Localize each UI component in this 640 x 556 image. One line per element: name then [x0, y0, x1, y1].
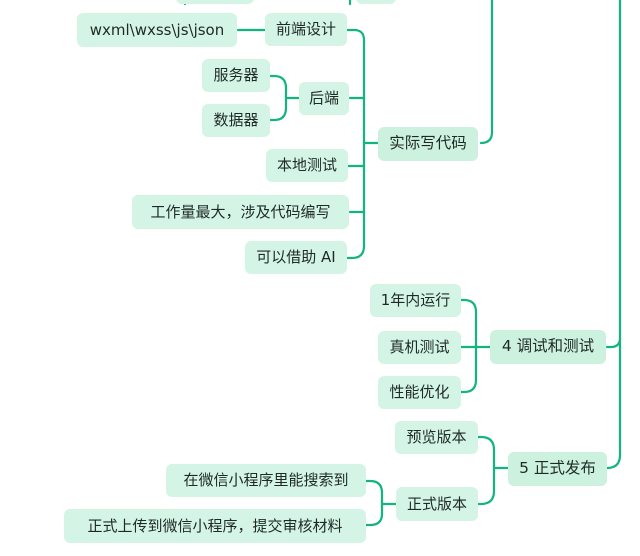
node-debug-test[interactable]: 4 调试和测试	[490, 330, 606, 364]
partial-node-top-left	[176, 0, 254, 4]
node-server[interactable]: 服务器	[202, 59, 270, 92]
node-run-in-year[interactable]: 1年内运行	[370, 284, 461, 317]
node-frontend-design[interactable]: 前端设计	[265, 13, 347, 46]
node-upload-review[interactable]: 正式上传到微信小程序，提交审核材料	[64, 509, 366, 543]
node-database[interactable]: 数据器	[202, 104, 270, 137]
partial-node-top-right	[356, 0, 396, 4]
node-performance[interactable]: 性能优化	[378, 376, 461, 409]
node-searchable[interactable]: 在微信小程序里能搜索到	[166, 464, 366, 497]
node-device-test[interactable]: 真机测试	[378, 331, 461, 364]
node-write-code[interactable]: 实际写代码	[378, 127, 478, 161]
node-local-test[interactable]: 本地测试	[266, 149, 348, 182]
node-release[interactable]: 5 正式发布	[508, 452, 607, 486]
node-official-version[interactable]: 正式版本	[396, 487, 478, 521]
node-frontend-files[interactable]: wxml\wxss\js\json	[77, 13, 237, 47]
node-ai-assist[interactable]: 可以借助 AI	[245, 241, 347, 274]
node-preview-version[interactable]: 预览版本	[395, 421, 478, 454]
node-workload[interactable]: 工作量最大，涉及代码编写	[132, 195, 349, 229]
node-backend[interactable]: 后端	[299, 82, 349, 115]
